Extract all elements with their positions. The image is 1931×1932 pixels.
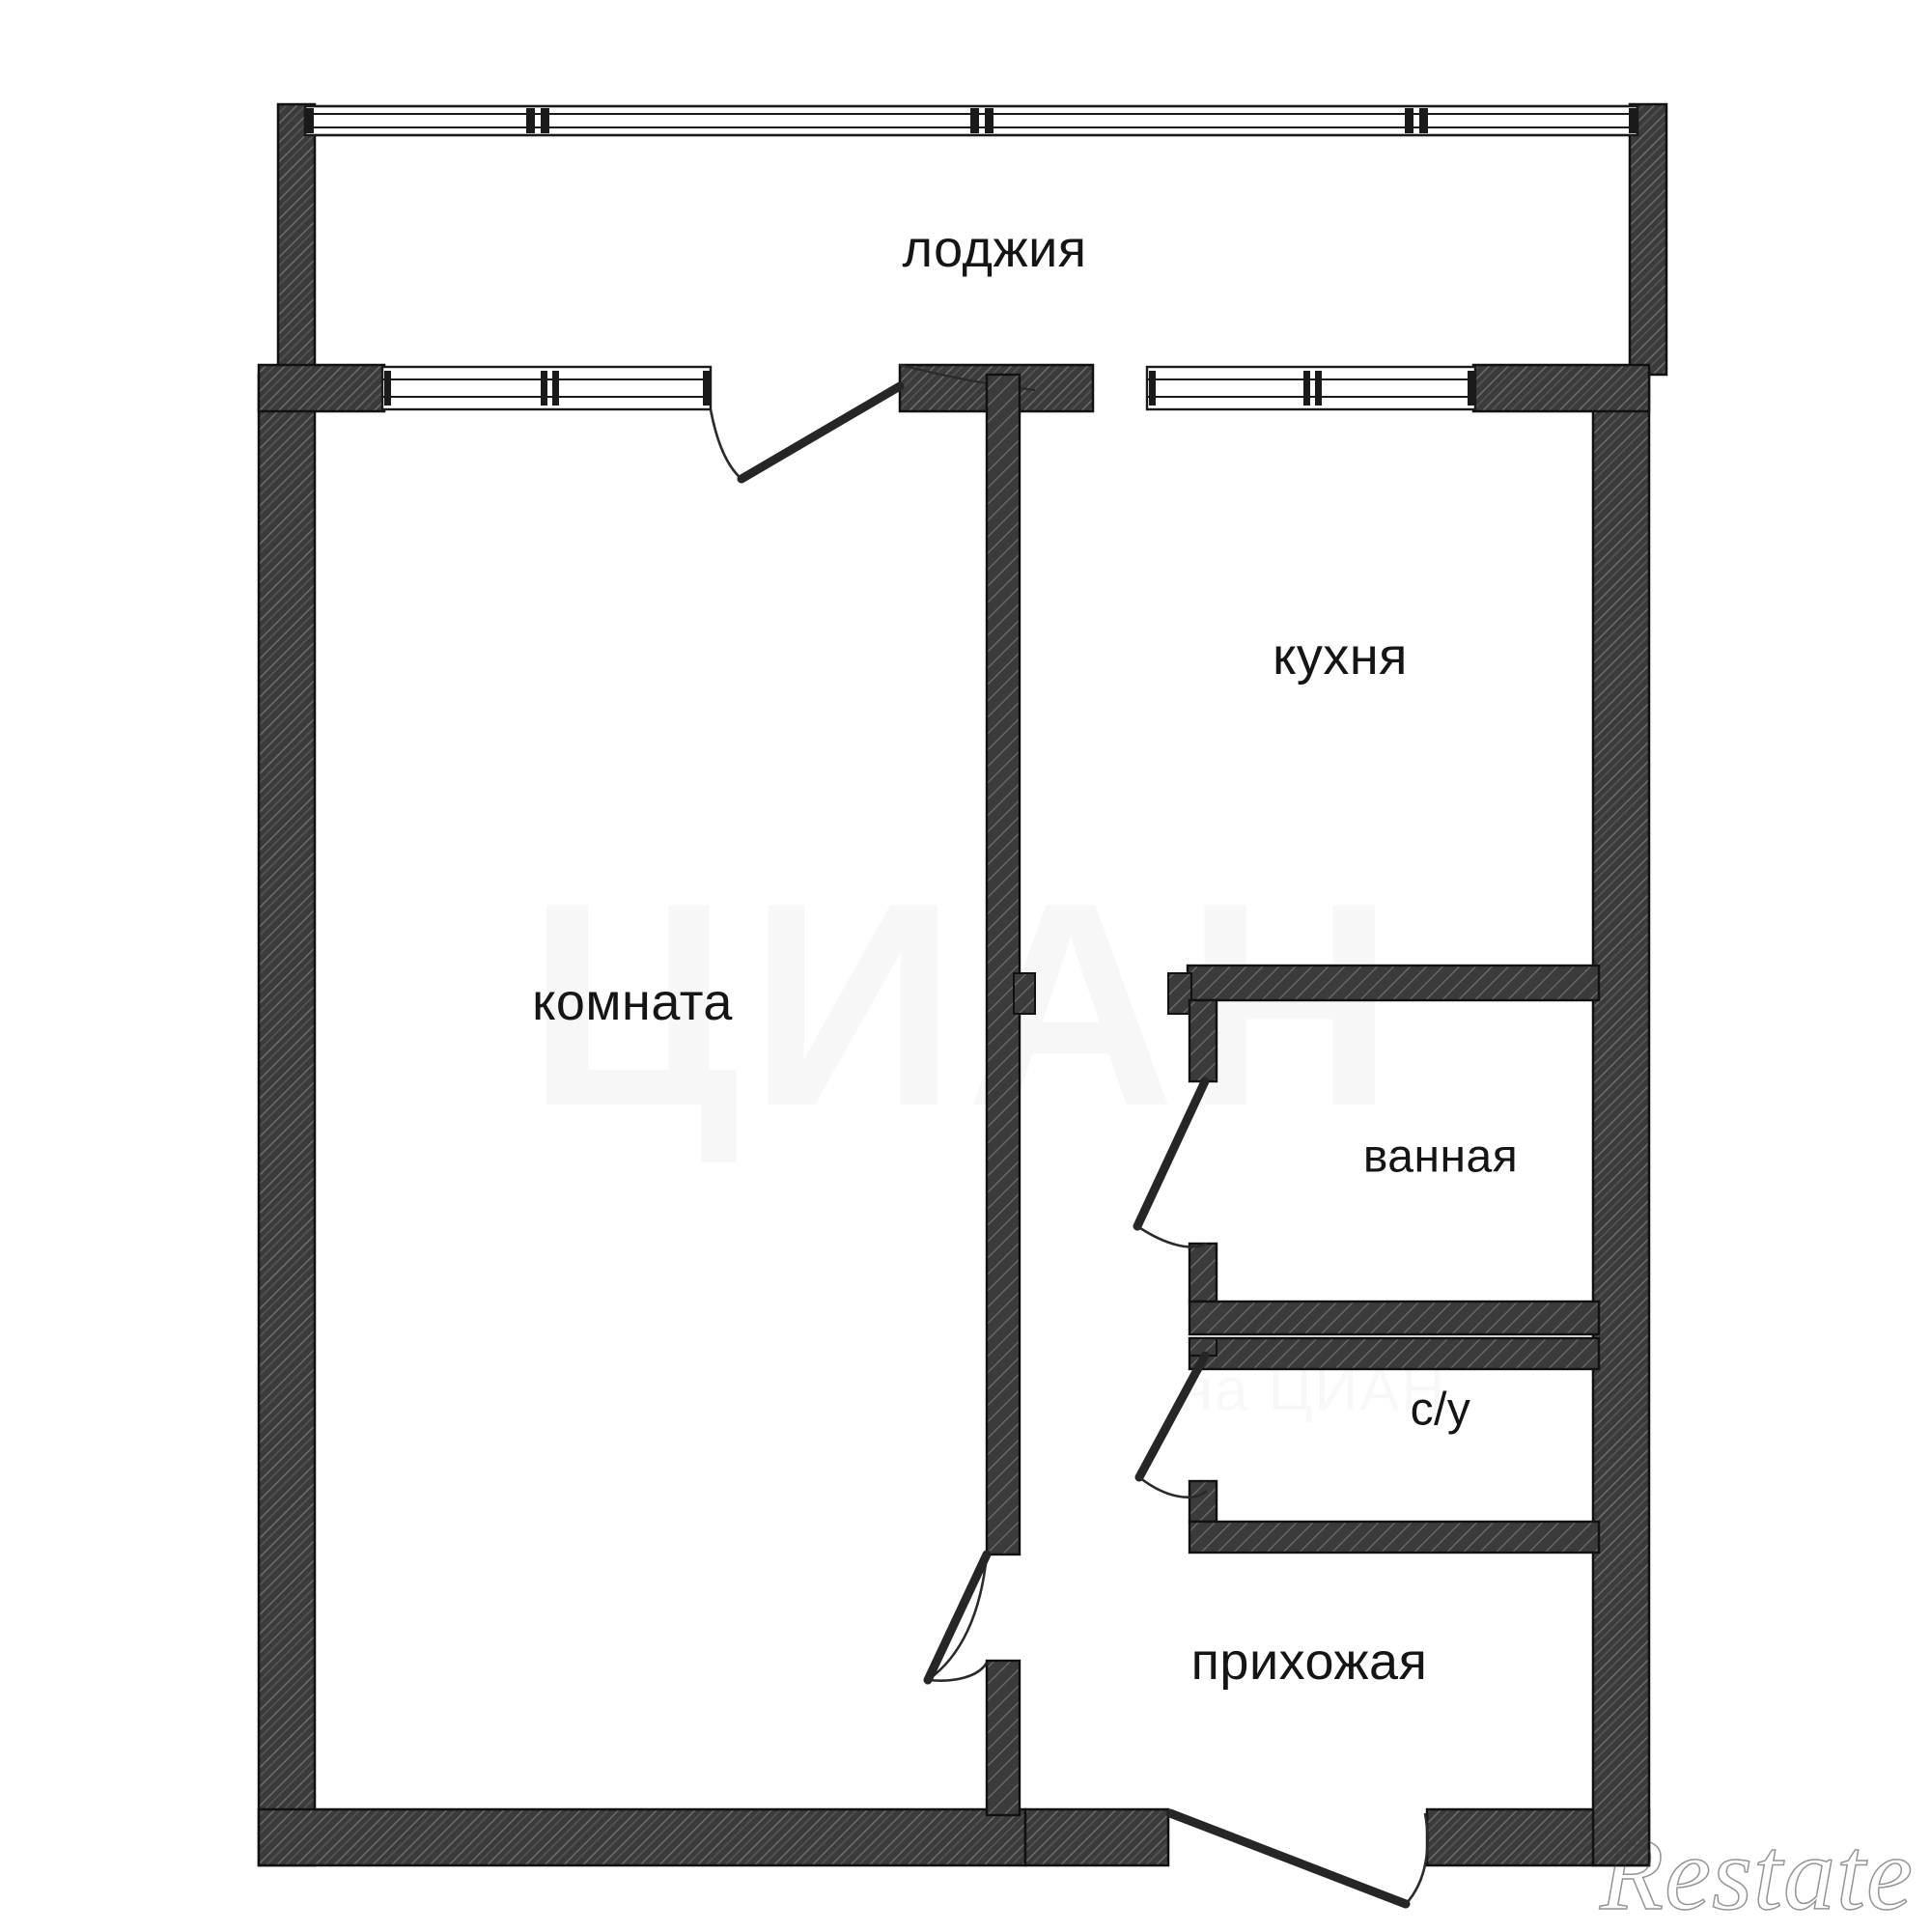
room-label-hallway: прихожая bbox=[1190, 1633, 1428, 1691]
entrance-door bbox=[1165, 1808, 1429, 1909]
loggia-structure bbox=[276, 102, 1668, 377]
apartment-outer-walls bbox=[257, 363, 1651, 1867]
bathroom-walls bbox=[1167, 964, 1601, 1336]
room-label-loggia: лоджия bbox=[902, 220, 1087, 278]
kitchen-window bbox=[1145, 365, 1477, 411]
room-label-room: комната bbox=[532, 973, 733, 1031]
wc-walls bbox=[1188, 1336, 1601, 1554]
room-label-bathroom: ванная bbox=[1362, 1131, 1519, 1183]
loggia-window bbox=[303, 104, 1639, 137]
central-partition-wall bbox=[985, 373, 1036, 1817]
room-window bbox=[380, 365, 713, 411]
room-label-kitchen: кухня bbox=[1273, 628, 1408, 686]
room-label-wc: с/у bbox=[1410, 1384, 1471, 1436]
room-hall-door bbox=[923, 1550, 992, 1685]
wc-door bbox=[1134, 1351, 1210, 1498]
watermark-brand-restate: Restate bbox=[1599, 1817, 1914, 1932]
room-balcony-door bbox=[709, 381, 905, 484]
bath-door bbox=[1133, 1077, 1210, 1248]
